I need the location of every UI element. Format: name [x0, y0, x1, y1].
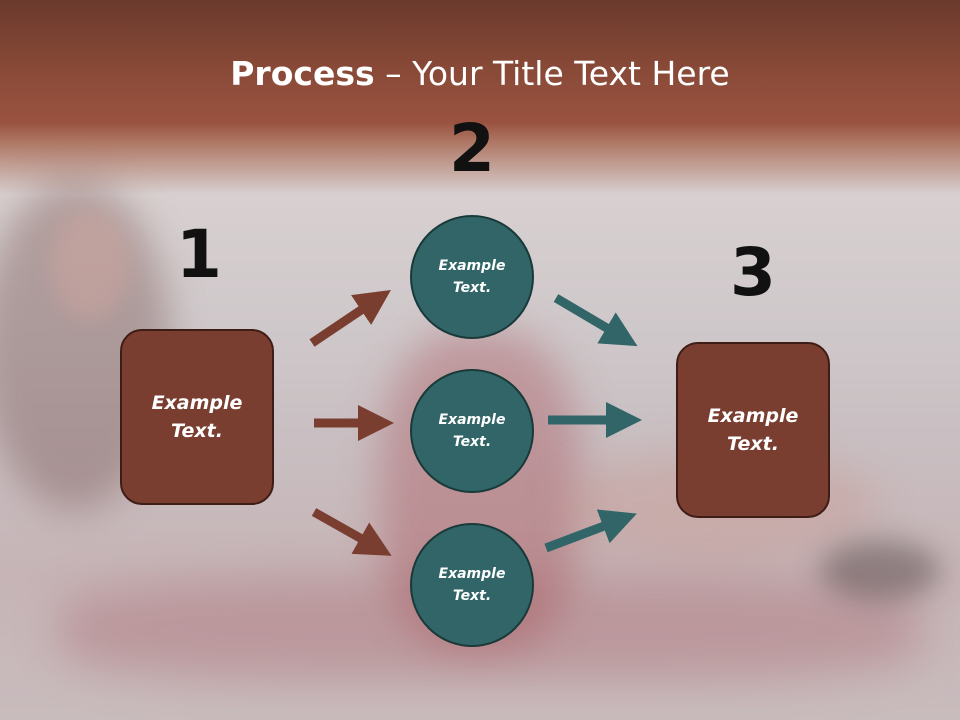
background-photo-face	[50, 210, 130, 320]
arrow-circle-bottom-to-box3	[544, 509, 637, 553]
step-number-1: 1	[176, 216, 222, 293]
arrow-box1-to-circle-bottom	[311, 508, 392, 556]
step-1-text: Example Text.	[151, 391, 243, 443]
slide-title-bold: Process	[230, 54, 375, 93]
arrow-box1-to-circle-top	[309, 289, 391, 347]
circle-top-text: Example Text.	[438, 257, 506, 296]
circle-top: Example Text.	[410, 215, 534, 339]
circle-bottom-text: Example Text.	[438, 565, 506, 604]
step-3-box: Example Text.	[676, 342, 830, 518]
step-number-2: 2	[449, 110, 495, 187]
circle-bottom: Example Text.	[410, 523, 534, 647]
step-3-text: Example Text.	[707, 404, 799, 456]
circle-middle: Example Text.	[410, 369, 534, 493]
circle-middle-text: Example Text.	[438, 411, 506, 450]
arrow-circle-top-to-box3	[553, 294, 638, 347]
slide-title: Process – Your Title Text Here	[0, 54, 960, 93]
background-photo-shoe	[820, 540, 940, 600]
slide-title-rest: – Your Title Text Here	[374, 54, 730, 93]
step-number-3: 3	[730, 234, 776, 311]
step-1-box: Example Text.	[120, 329, 274, 505]
